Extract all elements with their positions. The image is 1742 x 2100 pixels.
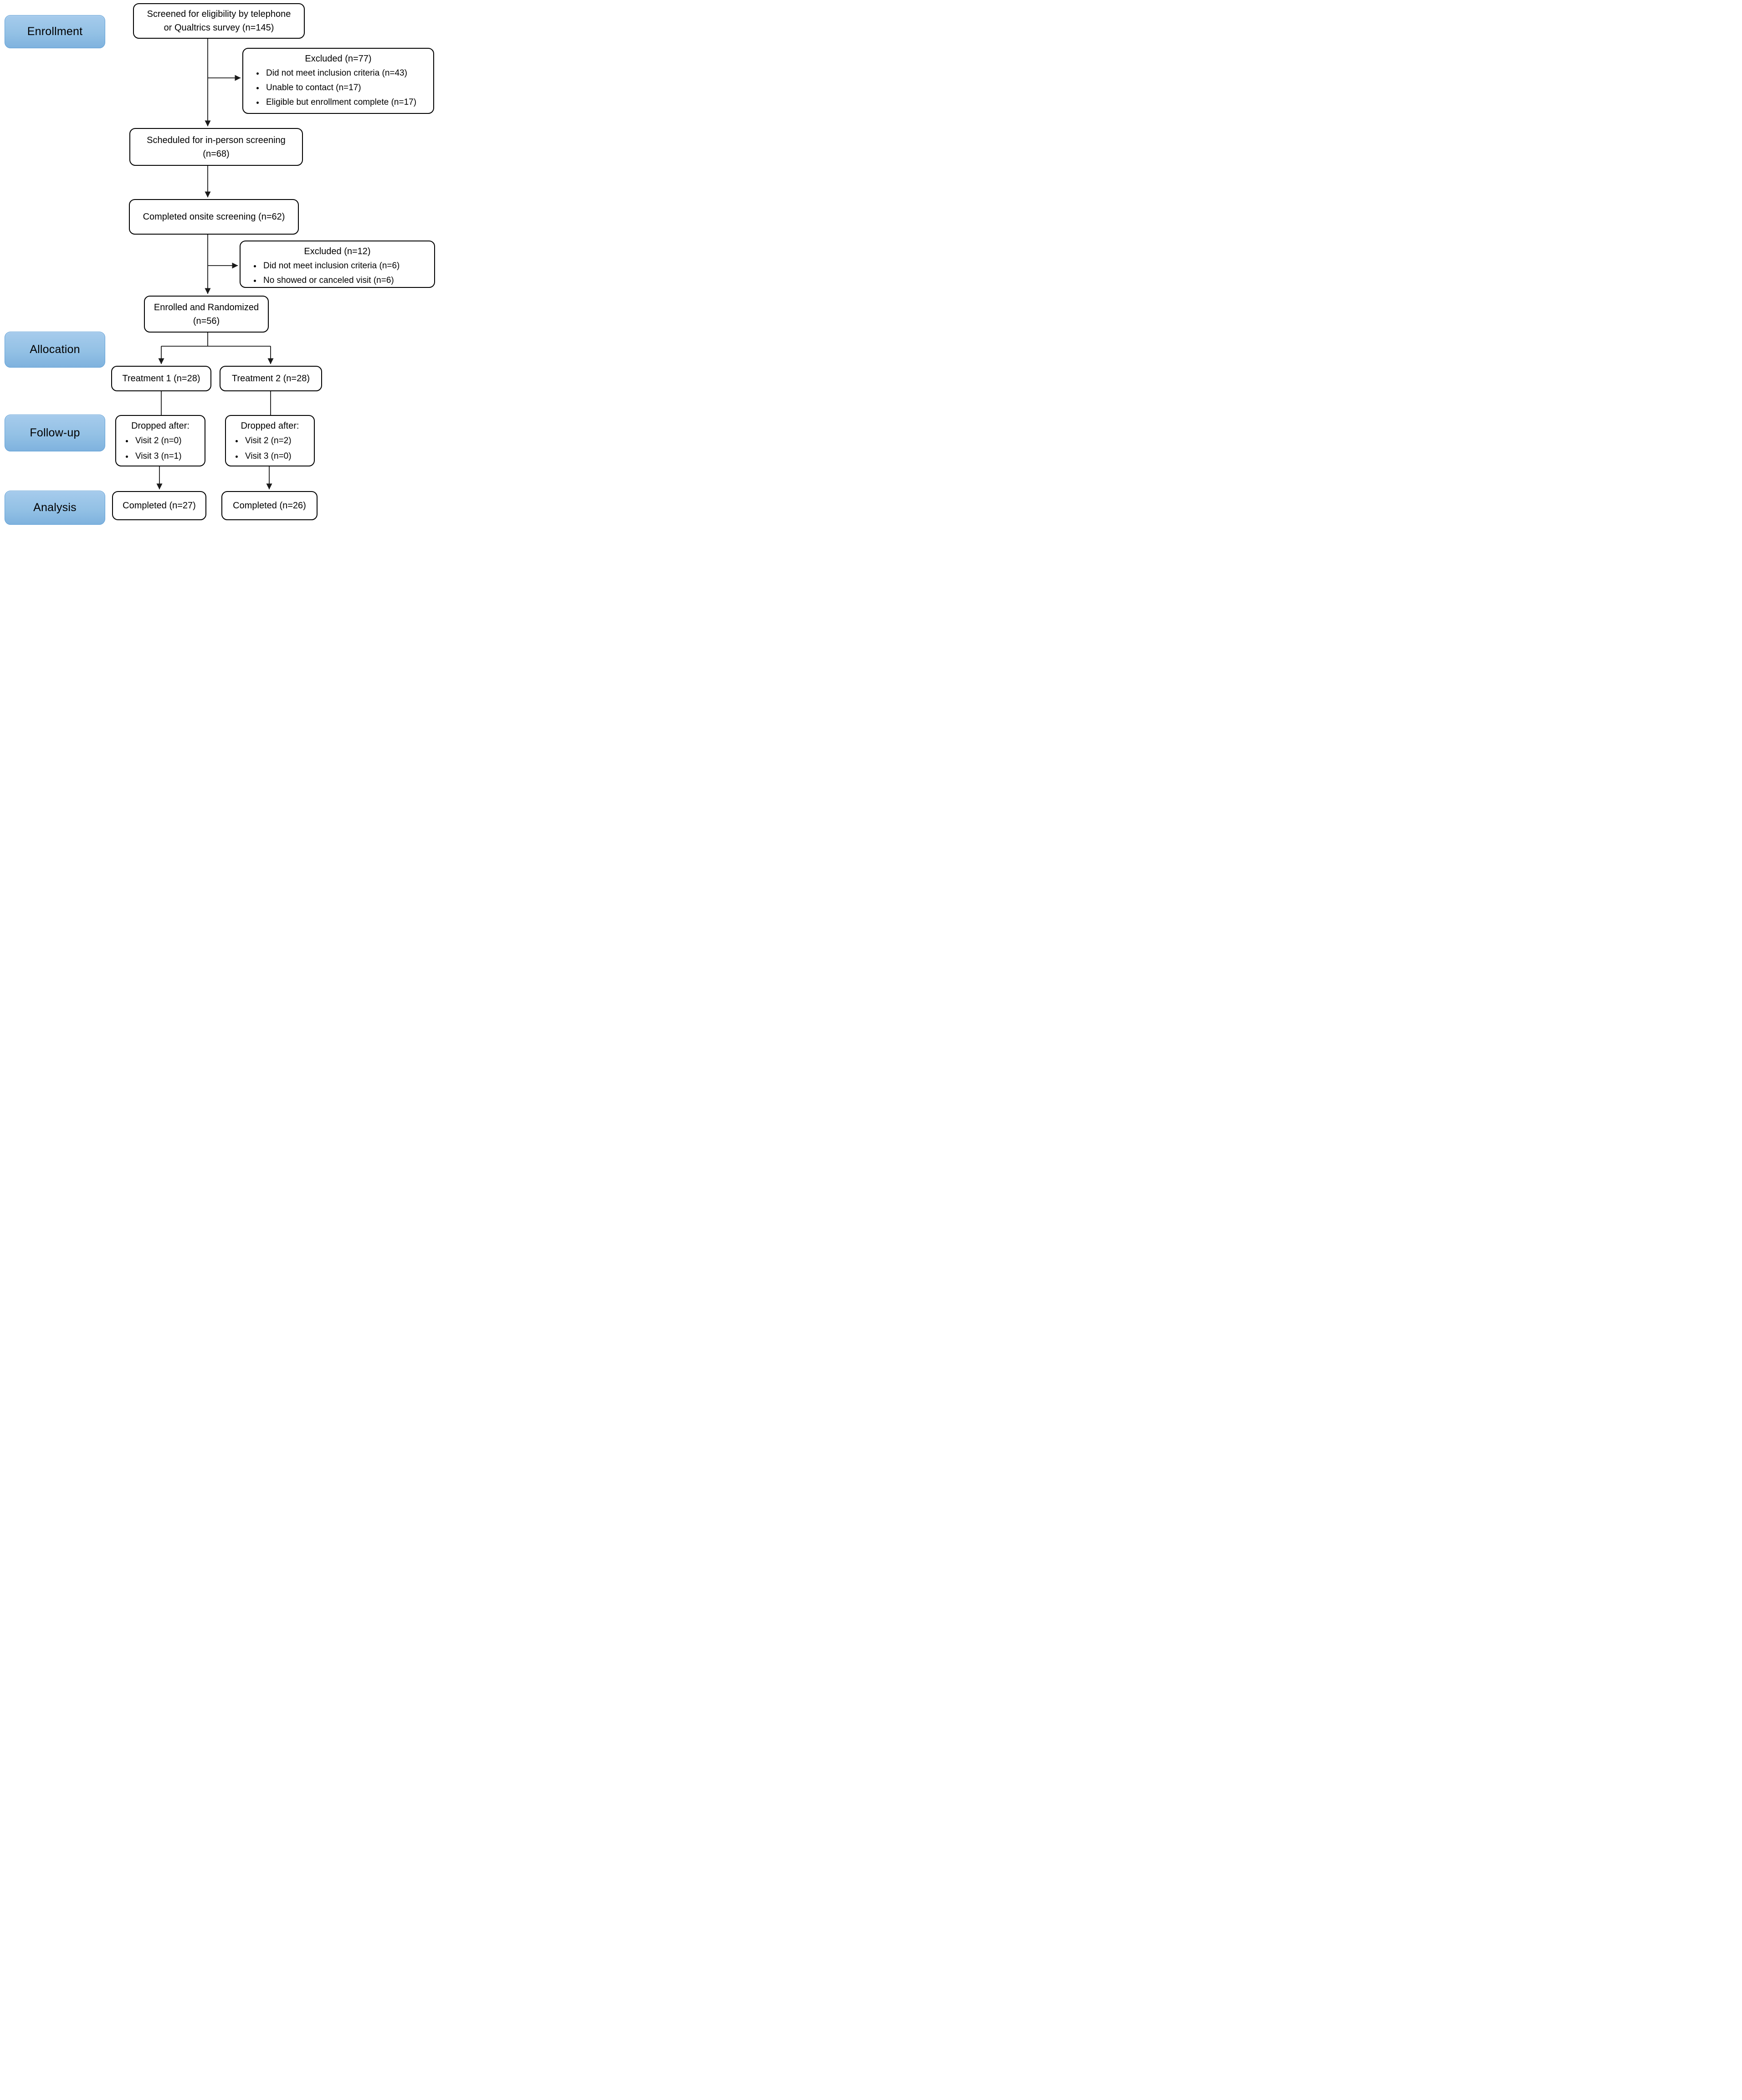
box-treatment2: Treatment 2 (n=28) [220, 366, 322, 391]
box-enrolled: Enrolled and Randomized (n=56) [144, 296, 269, 333]
list-item: No showed or canceled visit (n=6) [261, 273, 430, 288]
list-item: Visit 3 (n=0) [243, 449, 309, 464]
box-completed1: Completed (n=27) [112, 491, 206, 520]
stage-label-allocation: Allocation [5, 332, 105, 368]
list-item: Did not meet inclusion criteria (n=6) [261, 259, 430, 273]
box-excluded-onsite-title: Excluded (n=12) [304, 246, 371, 256]
box-excluded-screening: Excluded (n=77) Did not meet inclusion c… [242, 48, 434, 114]
box-treatment1-text: Treatment 1 (n=28) [122, 374, 200, 384]
box-dropped2-list: Visit 2 (n=2) Visit 3 (n=0) [231, 433, 309, 464]
stage-label-followup: Follow-up [5, 415, 105, 451]
box-completed2: Completed (n=26) [221, 491, 318, 520]
box-excluded-screening-list: Did not meet inclusion criteria (n=43) U… [248, 66, 429, 110]
box-dropped2: Dropped after: Visit 2 (n=2) Visit 3 (n=… [225, 415, 315, 466]
list-item: Unable to contact (n=17) [264, 81, 429, 95]
list-item: Did not meet inclusion criteria (n=43) [264, 66, 429, 81]
box-scheduled-text: Scheduled for in-person screening (n=68) [147, 135, 286, 159]
box-scheduled: Scheduled for in-person screening (n=68) [129, 128, 303, 166]
list-item: Visit 3 (n=1) [133, 449, 200, 464]
box-excluded-screening-title: Excluded (n=77) [305, 54, 372, 64]
box-completed-onsite-text: Completed onsite screening (n=62) [143, 212, 285, 222]
stage-label-text: Analysis [33, 501, 77, 514]
box-dropped1-list: Visit 2 (n=0) Visit 3 (n=1) [121, 433, 200, 464]
box-dropped1-title: Dropped after: [131, 421, 190, 431]
list-item: Eligible but enrollment complete (n=17) [264, 95, 429, 110]
stage-label-enrollment: Enrollment [5, 15, 105, 48]
box-treatment2-text: Treatment 2 (n=28) [231, 374, 310, 384]
consort-flow-diagram: Enrollment Allocation Follow-up Analysis… [0, 0, 436, 525]
box-dropped1: Dropped after: Visit 2 (n=0) Visit 3 (n=… [115, 415, 205, 466]
box-excluded-onsite-list: Did not meet inclusion criteria (n=6) No… [245, 259, 430, 288]
stage-label-text: Follow-up [30, 426, 80, 439]
stage-label-analysis: Analysis [5, 491, 105, 525]
box-screened-text: Screened for eligibility by telephone or… [147, 9, 291, 33]
box-screened: Screened for eligibility by telephone or… [133, 3, 305, 39]
box-enrolled-text: Enrolled and Randomized (n=56) [154, 302, 259, 326]
box-completed-onsite: Completed onsite screening (n=62) [129, 199, 299, 235]
list-item: Visit 2 (n=0) [133, 433, 200, 449]
list-item: Visit 2 (n=2) [243, 433, 309, 449]
box-dropped2-title: Dropped after: [241, 421, 299, 431]
stage-label-text: Enrollment [27, 25, 83, 38]
box-excluded-onsite: Excluded (n=12) Did not meet inclusion c… [240, 241, 435, 288]
box-treatment1: Treatment 1 (n=28) [111, 366, 211, 391]
box-completed2-text: Completed (n=26) [233, 501, 306, 511]
stage-label-text: Allocation [30, 343, 80, 356]
box-completed1-text: Completed (n=27) [123, 501, 196, 511]
